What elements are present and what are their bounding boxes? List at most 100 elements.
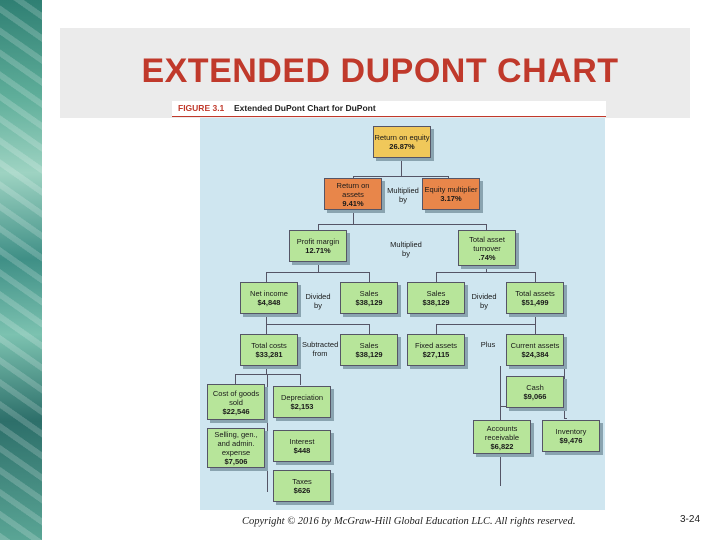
- interest-value: $448: [293, 446, 311, 455]
- asset-turnover-value: .74%: [478, 252, 496, 262]
- multiplied-by-label: Multiplied by: [390, 240, 422, 258]
- sales-label: Sales: [426, 289, 446, 298]
- sga-label: Selling, gen., and admin. expense: [214, 430, 258, 457]
- sga-value: $7,506: [224, 457, 248, 466]
- connector: [267, 374, 268, 492]
- equity-multiplier-box: Equity multiplier 3.17%: [422, 178, 480, 210]
- connector: [300, 374, 301, 385]
- connector: [401, 159, 402, 176]
- figure-header: FIGURE 3.1 Extended DuPont Chart for DuP…: [172, 101, 606, 117]
- cash-value: $9,066: [523, 392, 547, 401]
- sales-box: Sales $38,129: [407, 282, 465, 314]
- connector: [318, 224, 487, 225]
- fixed-assets-label: Fixed assets: [414, 341, 458, 350]
- total-assets-box: Total assets $51,499: [506, 282, 564, 314]
- connector: [436, 272, 536, 273]
- total-costs-box: Total costs $33,281: [240, 334, 298, 366]
- inventory-label: Inventory: [555, 427, 587, 436]
- connector: [266, 324, 369, 325]
- connector: [235, 374, 236, 385]
- connector: [353, 210, 354, 224]
- plus-label: Plus: [480, 340, 496, 349]
- figure-number: FIGURE 3.1: [178, 103, 225, 113]
- asset-turnover-label: Total asset turnover: [469, 234, 505, 253]
- current-assets-value: $24,384: [521, 350, 549, 359]
- sales-label: Sales: [359, 289, 379, 298]
- connector: [266, 272, 267, 284]
- connector: [436, 324, 437, 336]
- taxes-value: $626: [293, 486, 311, 495]
- connector: [266, 324, 267, 336]
- profit-margin-label: Profit margin: [296, 237, 340, 246]
- connector: [486, 224, 487, 232]
- connector: [535, 272, 536, 284]
- sales-box: Sales $38,129: [340, 334, 398, 366]
- divided-by-label: Divided by: [471, 292, 497, 310]
- total-assets-value: $51,499: [521, 298, 549, 307]
- connector: [369, 324, 370, 336]
- slide-title: EXTENDED DUPONT CHART: [141, 52, 619, 90]
- interest-box: Interest $448: [273, 430, 331, 462]
- roa-label: Return on assets: [336, 180, 370, 199]
- divided-by-label: Divided by: [305, 292, 331, 310]
- copyright-notice: Copyright © 2016 by McGraw-Hill Global E…: [242, 516, 576, 527]
- connector: [266, 314, 267, 324]
- connector: [436, 324, 536, 325]
- multiplied-by-label: Multiplied by: [387, 186, 419, 204]
- taxes-box: Taxes $626: [273, 470, 331, 502]
- sales-value: $38,129: [422, 298, 450, 307]
- subtracted-from-label: Subtracted from: [302, 340, 339, 358]
- receivables-box: Accounts receivable $6,822: [473, 420, 531, 454]
- connector: [318, 262, 319, 272]
- cash-label: Cash: [526, 383, 544, 392]
- total-costs-label: Total costs: [251, 341, 287, 350]
- connector: [266, 366, 267, 374]
- depreciation-value: $2,153: [290, 402, 314, 411]
- depreciation-label: Depreciation: [280, 393, 324, 402]
- current-assets-box: Current assets $24,384: [506, 334, 564, 366]
- dupont-diagram: Return on equity 26.87% Return on assets…: [200, 118, 605, 510]
- roa-box: Return on assets 9.41%: [324, 178, 382, 210]
- fixed-assets-value: $27,115: [422, 350, 450, 359]
- sales-value: $38,129: [355, 350, 383, 359]
- cogs-label: Cost of goods sold: [212, 388, 260, 407]
- roa-value: 9.41%: [342, 198, 364, 208]
- profit-margin-box: Profit margin 12.71%: [289, 230, 347, 262]
- equity-multiplier-label: Equity multiplier: [424, 185, 478, 194]
- cogs-value: $22,546: [222, 406, 250, 416]
- total-costs-value: $33,281: [255, 350, 283, 359]
- connector: [564, 418, 567, 419]
- connector: [535, 314, 536, 324]
- connector: [266, 272, 370, 273]
- net-income-label: Net income: [250, 289, 288, 298]
- equity-multiplier-value: 3.17%: [440, 194, 462, 203]
- net-income-box: Net income $4,848: [240, 282, 298, 314]
- asset-turnover-box: Total asset turnover .74%: [458, 230, 516, 266]
- interest-label: Interest: [289, 437, 315, 446]
- connector: [369, 272, 370, 284]
- sales-label: Sales: [359, 341, 379, 350]
- decorative-side-strip: [0, 0, 42, 540]
- roe-value: 26.87%: [389, 142, 415, 151]
- page-number: 3-24: [680, 514, 701, 525]
- connector: [564, 366, 565, 418]
- cogs-box: Cost of goods sold $22,546: [207, 384, 265, 420]
- connector: [353, 176, 449, 177]
- sales-box: Sales $38,129: [340, 282, 398, 314]
- connector: [535, 324, 536, 336]
- connector: [436, 272, 437, 284]
- cash-box: Cash $9,066: [506, 376, 564, 408]
- figure-rule: [172, 116, 606, 117]
- sales-value: $38,129: [355, 298, 383, 307]
- inventory-box: Inventory $9,476: [542, 420, 600, 452]
- figure-caption: Extended DuPont Chart for DuPont: [234, 103, 376, 113]
- taxes-label: Taxes: [292, 477, 312, 486]
- connector: [486, 264, 487, 272]
- sga-box: Selling, gen., and admin. expense $7,506: [207, 428, 265, 468]
- net-income-value: $4,848: [257, 298, 281, 307]
- fixed-assets-box: Fixed assets $27,115: [407, 334, 465, 366]
- profit-margin-value: 12.71%: [305, 246, 331, 255]
- total-assets-label: Total assets: [515, 289, 555, 298]
- roe-box: Return on equity 26.87%: [373, 126, 431, 158]
- inventory-value: $9,476: [559, 436, 583, 445]
